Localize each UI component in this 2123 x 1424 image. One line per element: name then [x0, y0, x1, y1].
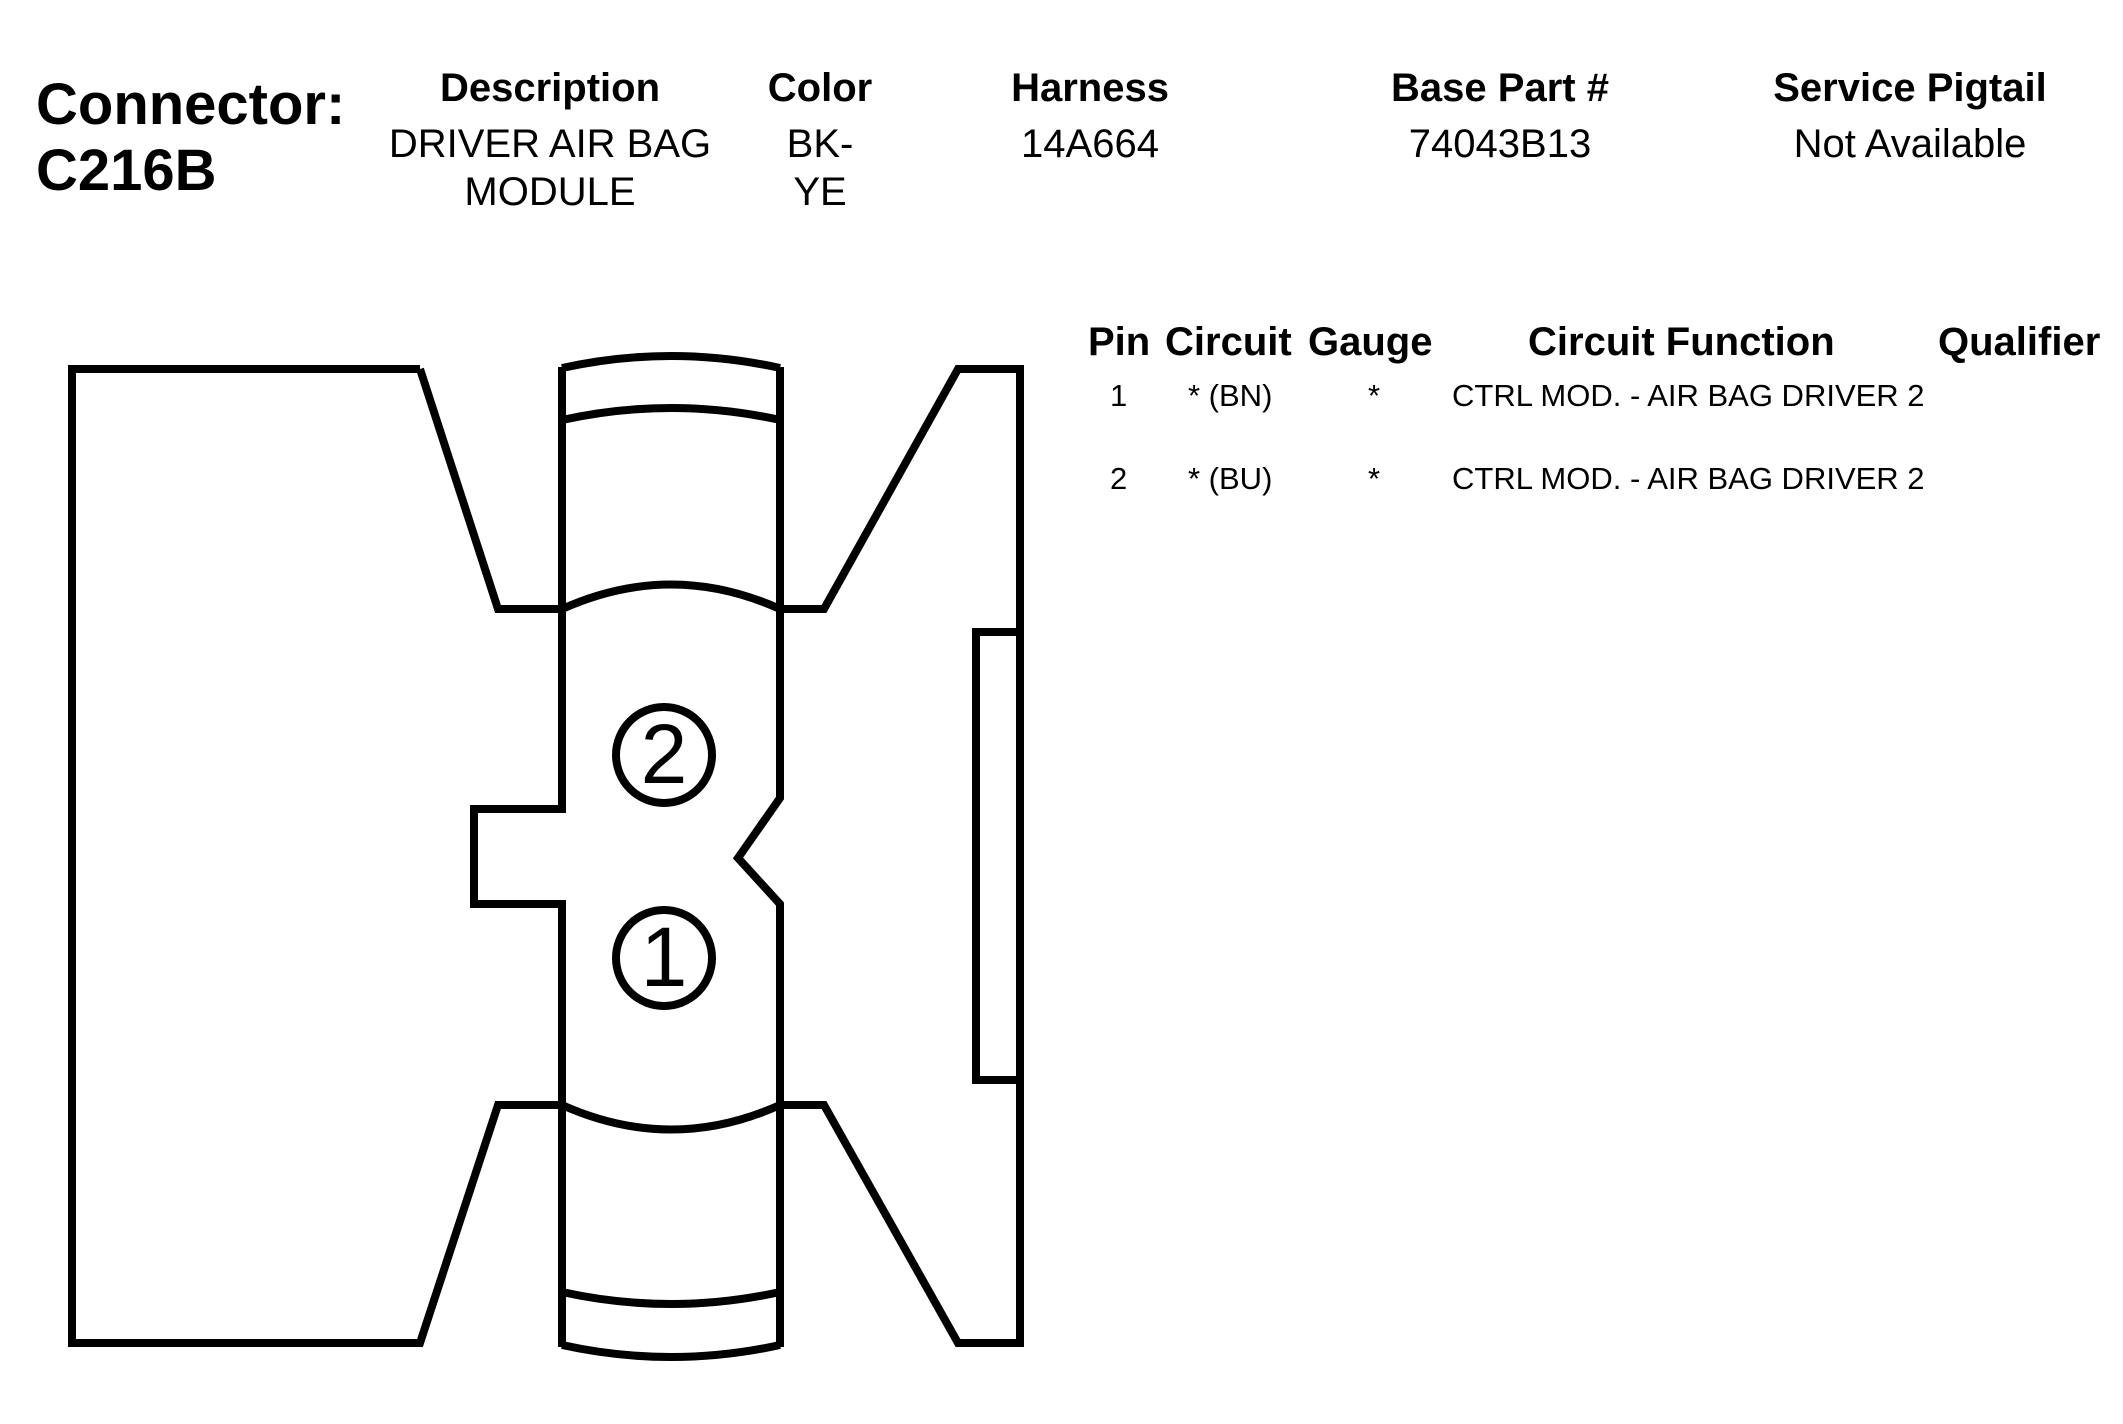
base-part-column: Base Part # 74043B13 — [1340, 64, 1660, 168]
cavity-top-cap — [561, 352, 781, 372]
cavity-lower-arch — [560, 1101, 782, 1134]
row2-function: CTRL MOD. - AIR BAG DRIVER 2 — [1452, 461, 1925, 496]
description-header: Description — [439, 66, 661, 110]
circuit-col-header: Circuit — [1165, 320, 1292, 364]
pin-col-header: Pin — [1088, 320, 1151, 364]
cavity-bottom-band — [561, 1288, 781, 1308]
row2-circuit: * (BU) — [1188, 461, 1273, 496]
cavity-bottom-cap — [561, 1341, 781, 1361]
color-header: Color — [767, 66, 873, 110]
cavity-right-edge — [732, 367, 784, 1347]
service-pigtail-value: Not Available — [1793, 122, 2027, 166]
pin-2-label: 2 — [641, 707, 688, 801]
gauge-col-header: Gauge — [1308, 320, 1433, 364]
base-part-value: 74043B13 — [1408, 122, 1592, 166]
connector-label: Connector: — [36, 72, 346, 137]
row2-gauge: * — [1368, 461, 1381, 496]
cavity-top-band — [561, 404, 781, 424]
service-pigtail-column: Service Pigtail Not Available — [1740, 64, 2080, 168]
row1-function: CTRL MOD. - AIR BAG DRIVER 2 — [1452, 378, 1925, 413]
pin-1-circle — [612, 906, 716, 1010]
pin-1-label: 1 — [641, 910, 688, 1004]
row1-pin: 1 — [1110, 378, 1128, 413]
harness-column: Harness 14A664 — [960, 64, 1220, 168]
row1-gauge: * — [1368, 378, 1381, 413]
connector-title: Connector: C216B — [36, 72, 345, 204]
cavity-upper-arch — [560, 580, 782, 613]
harness-value: 14A664 — [1021, 122, 1159, 166]
color-column: Color BK-YE — [745, 64, 895, 216]
left-housing-outline — [68, 365, 566, 1347]
harness-header: Harness — [1011, 66, 1169, 110]
right-latch-slot — [972, 628, 1020, 1084]
color-value: BK-YE — [786, 122, 854, 214]
pin-2-circle — [612, 703, 716, 807]
connector-id: C216B — [36, 138, 217, 203]
right-housing-outline — [780, 365, 1024, 1347]
base-part-header: Base Part # — [1391, 66, 1609, 110]
circuit-function-col-header: Circuit Function — [1528, 320, 1835, 364]
row1-circuit: * (BN) — [1188, 378, 1273, 413]
row2-pin: 2 — [1110, 461, 1128, 496]
description-value: DRIVER AIR BAG MODULE — [388, 122, 712, 214]
service-pigtail-header: Service Pigtail — [1773, 66, 2047, 110]
qualifier-col-header: Qualifier — [1938, 320, 2101, 364]
description-column: Description DRIVER AIR BAG MODULE — [370, 64, 730, 216]
